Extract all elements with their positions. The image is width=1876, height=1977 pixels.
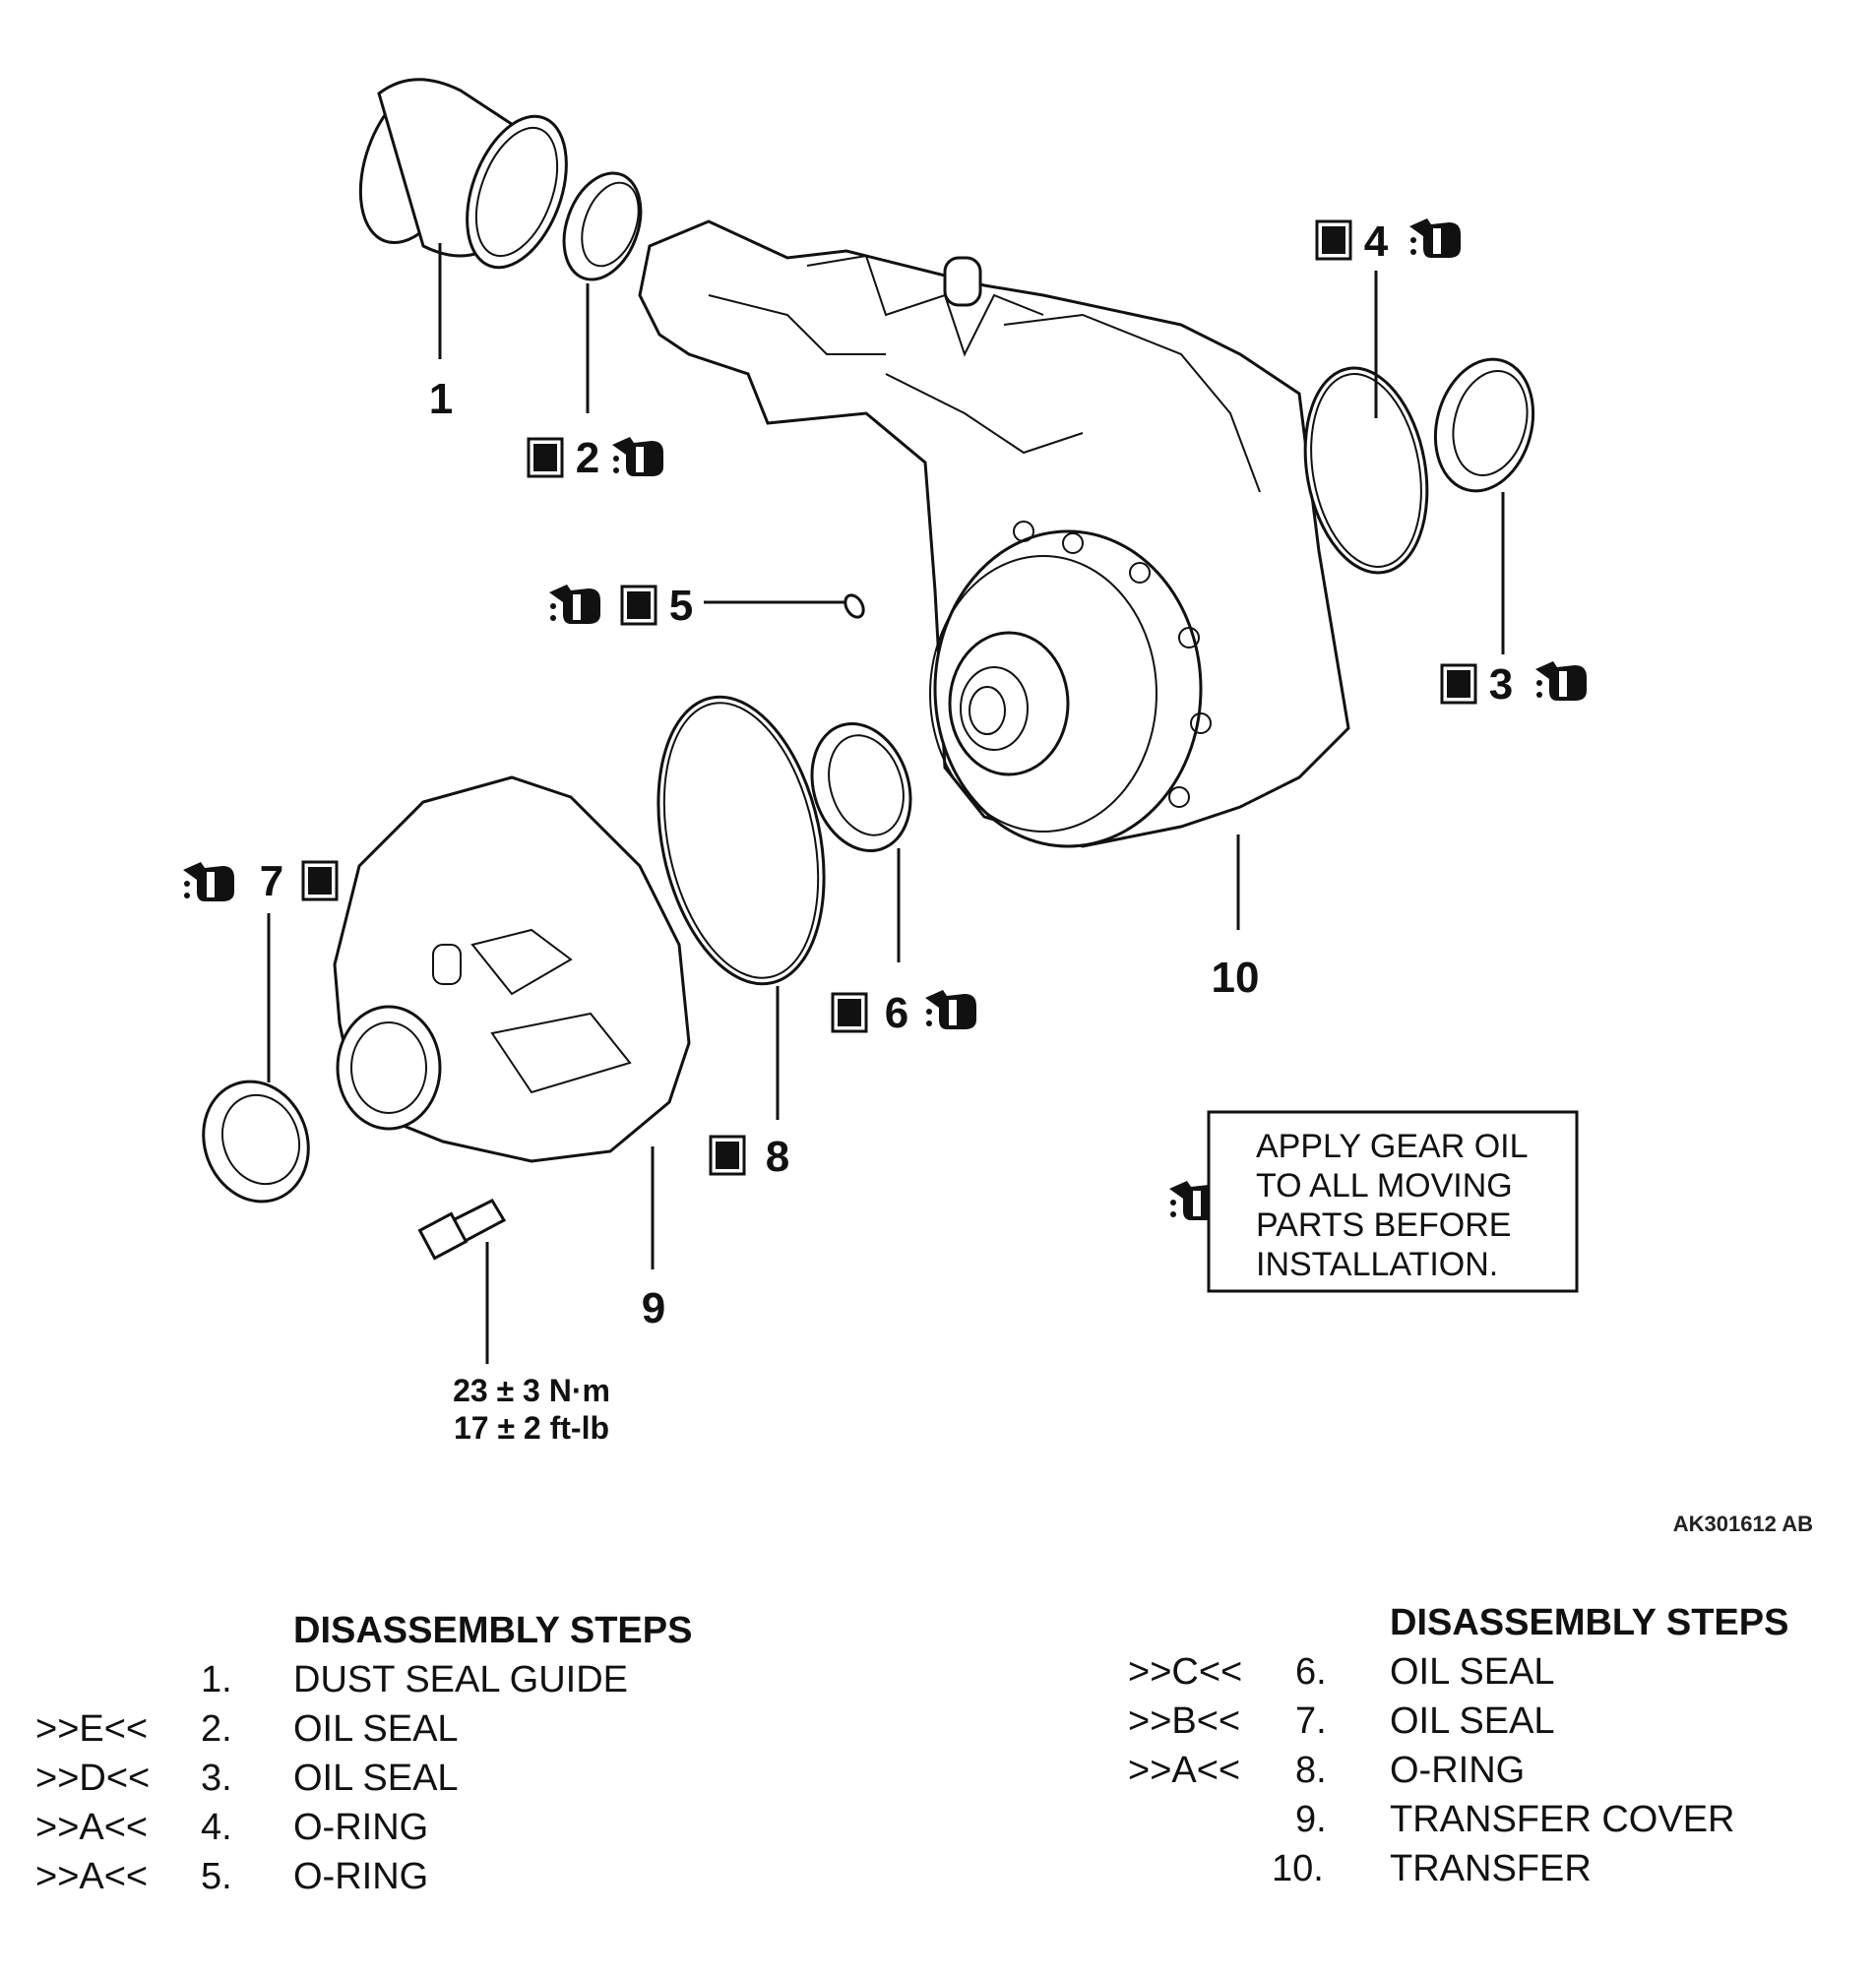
step-number: 5. — [201, 1856, 232, 1897]
step-number: 6. — [1295, 1651, 1327, 1693]
oil-can-icon-7 — [183, 862, 234, 901]
torque-metric: 23 ± 3 N·m — [453, 1373, 610, 1408]
callout-2: 2 — [576, 434, 599, 482]
note-box — [1207, 1110, 1579, 1293]
step-name: O-RING — [293, 1807, 429, 1848]
step-name: TRANSFER COVER — [1390, 1799, 1735, 1840]
callout-3: 3 — [1489, 660, 1513, 709]
transfer-cover-part — [333, 775, 691, 1163]
new-part-badge-3 — [1440, 663, 1477, 705]
step-code: >>B<< — [1128, 1700, 1241, 1742]
callout-8: 8 — [766, 1133, 789, 1181]
note-line-3: PARTS BEFORE — [1256, 1206, 1511, 1244]
oil-seal-7-part — [202, 1080, 310, 1204]
step-code: >>C<< — [1128, 1651, 1243, 1693]
new-part-badge-5 — [620, 585, 657, 626]
oil-can-icon-5 — [549, 585, 600, 624]
step-number: 10. — [1272, 1848, 1324, 1889]
dust-seal-guide-part — [358, 78, 568, 270]
callout-6: 6 — [885, 989, 908, 1037]
callout-4: 4 — [1364, 217, 1389, 266]
oil-seal-6-part — [810, 722, 912, 852]
callout-9: 9 — [642, 1284, 665, 1332]
step-code: >>E<< — [35, 1708, 149, 1750]
steps-left: DISASSEMBLY STEPS 1. DUST SEAL GUIDE >>E… — [0, 1594, 935, 1968]
steps-right: DISASSEMBLY STEPS >>C<< 6. OIL SEAL >>B<… — [935, 1586, 1870, 1970]
torque-imperial: 17 ± 2 ft-lb — [454, 1410, 609, 1446]
step-number: 8. — [1295, 1750, 1327, 1791]
callout-7: 7 — [260, 857, 283, 905]
oil-seal-3-part — [1433, 357, 1535, 493]
bolt-part — [417, 1199, 507, 1261]
step-code: >>A<< — [1128, 1750, 1241, 1791]
new-part-badge-6 — [831, 992, 868, 1033]
steps-right-header: DISASSEMBLY STEPS — [1390, 1602, 1789, 1643]
step-code: >>D<< — [35, 1758, 151, 1799]
oil-can-icon-6 — [925, 990, 976, 1029]
oil-can-icon-4 — [1409, 218, 1461, 258]
note-line-2: TO ALL MOVING — [1256, 1167, 1513, 1205]
new-part-badge-8 — [709, 1135, 746, 1176]
new-part-badge-7 — [301, 860, 339, 901]
step-name: OIL SEAL — [1390, 1651, 1555, 1693]
step-number: 2. — [201, 1708, 232, 1750]
note-line-1: APPLY GEAR OIL — [1256, 1128, 1529, 1165]
exploded-diagram: 1 2 4 3 5 6 7 8 9 10 23 ± 3 N·m 17 ± 2 f… — [183, 78, 1813, 1536]
new-part-badge-4 — [1315, 219, 1352, 261]
oil-seal-2-part — [562, 171, 643, 281]
callout-5: 5 — [669, 582, 693, 630]
step-code: >>A<< — [35, 1807, 149, 1848]
step-code: >>A<< — [35, 1856, 149, 1897]
step-number: 7. — [1295, 1700, 1327, 1742]
step-name: OIL SEAL — [293, 1758, 459, 1799]
new-part-badge-2 — [527, 437, 564, 478]
callout-1: 1 — [429, 375, 453, 423]
diagram-code: AK301612 AB — [1673, 1512, 1813, 1536]
o-ring-8-part — [657, 695, 826, 986]
gear-oil-note: APPLY GEAR OIL TO ALL MOVING PARTS BEFOR… — [1169, 1110, 1579, 1293]
o-ring-4-part — [1303, 366, 1429, 575]
callout-10: 10 — [1212, 954, 1260, 1002]
note-line-4: INSTALLATION. — [1256, 1246, 1498, 1283]
step-number: 3. — [201, 1758, 232, 1799]
step-name: OIL SEAL — [1390, 1700, 1555, 1742]
oil-can-icon-3 — [1535, 661, 1587, 701]
step-name: OIL SEAL — [293, 1708, 459, 1750]
o-ring-5-part — [844, 593, 865, 619]
leader-lines — [267, 243, 1505, 1364]
step-name: O-RING — [1390, 1750, 1526, 1791]
steps-left-header: DISASSEMBLY STEPS — [293, 1610, 693, 1651]
oil-can-icon-2 — [612, 437, 663, 476]
step-name: O-RING — [293, 1856, 429, 1897]
transfer-housing-part — [638, 219, 1350, 848]
step-number: 4. — [201, 1807, 232, 1848]
step-name: DUST SEAL GUIDE — [293, 1659, 628, 1700]
step-number: 1. — [201, 1659, 232, 1700]
step-number: 9. — [1295, 1799, 1327, 1840]
step-name: TRANSFER — [1390, 1848, 1592, 1889]
